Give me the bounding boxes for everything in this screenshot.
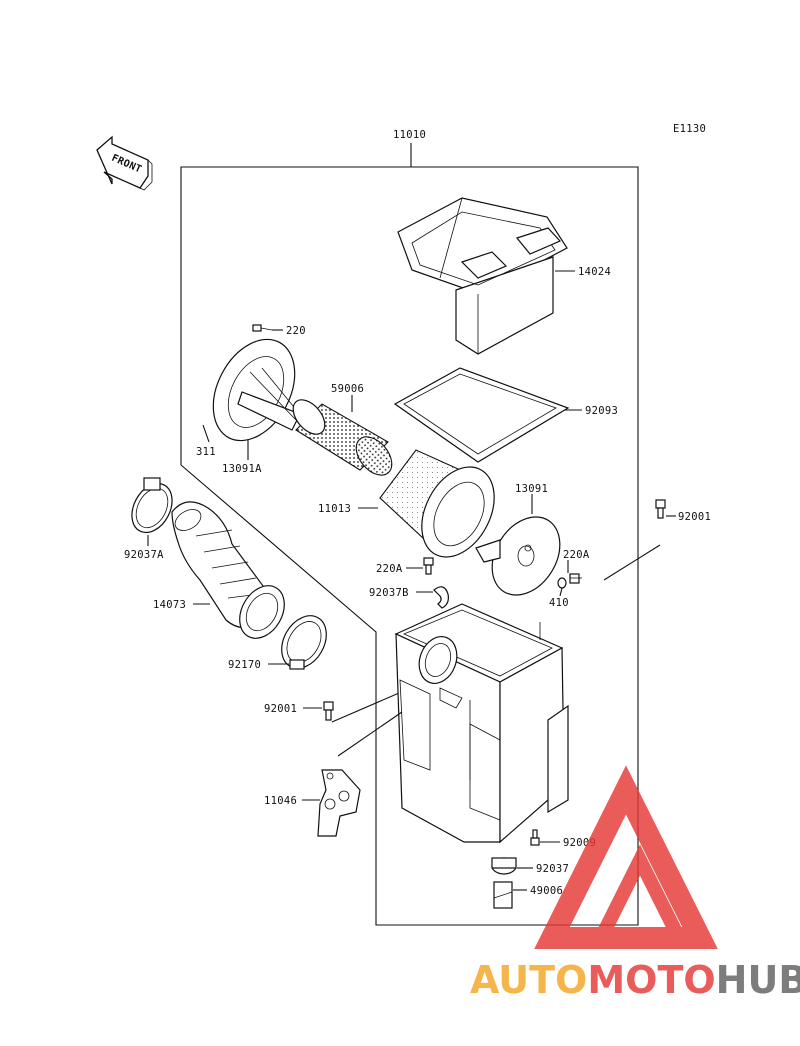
air-box-cover	[397, 197, 568, 355]
callout-59006: 59006	[331, 383, 364, 395]
callout-92037B: 92037B	[369, 587, 409, 599]
callout-92170: 92170	[228, 659, 261, 671]
drain-cap-49006	[493, 881, 513, 909]
screw-220A-right	[569, 573, 582, 584]
clamp-92037B	[433, 586, 449, 609]
callout-410: 410	[549, 597, 569, 609]
end-plate-13091A	[212, 338, 301, 442]
end-plate-13091	[475, 516, 561, 596]
callout-14073: 14073	[153, 599, 186, 611]
bolt-92001-right	[655, 499, 666, 519]
diagram-code: E1130	[673, 123, 706, 135]
svg-text:AUTOMOTOHUB: AUTOMOTOHUB	[470, 958, 800, 1002]
callout-220-top: 220	[286, 325, 306, 337]
callout-92001-right: 92001	[678, 511, 711, 523]
callout-14024: 14024	[578, 266, 611, 278]
callout-220A-right: 220A	[563, 549, 590, 561]
gasket-92093	[393, 367, 570, 463]
watermark-part3: HUB	[716, 958, 800, 1002]
clamp-92170	[281, 615, 327, 670]
callout-92001-left: 92001	[264, 703, 297, 715]
callout-11046: 11046	[264, 795, 297, 807]
assembly-label: 11010	[393, 129, 426, 141]
callout-220A-left: 220A	[376, 563, 403, 575]
clamp-92037	[491, 857, 517, 875]
assembly-bracket	[180, 166, 639, 926]
filter-element-11013	[379, 449, 495, 558]
air-box-case	[394, 603, 569, 844]
bracket-11046	[317, 769, 361, 837]
screw-92009	[530, 829, 540, 846]
washer-410	[557, 577, 567, 589]
watermark-part2: MOTO	[587, 958, 715, 1002]
front-arrow-icon: FRONT	[96, 135, 153, 191]
callout-13091: 13091	[515, 483, 548, 495]
callout-49006: 49006	[530, 885, 563, 897]
intake-duct-14073	[171, 501, 285, 639]
screw-220	[252, 324, 273, 332]
watermark-part1: AUTO	[470, 958, 587, 1002]
callout-311: 311	[196, 446, 216, 458]
callout-92093: 92093	[585, 405, 618, 417]
callout-11013: 11013	[318, 503, 351, 515]
mesh-screen-59006	[292, 399, 393, 476]
callout-13091A: 13091A	[222, 463, 262, 475]
callout-92037: 92037	[536, 863, 569, 875]
callout-92037A: 92037A	[124, 549, 164, 561]
watermark-logo: AUTOMOTOHUB	[470, 765, 800, 1002]
bolt-92001-left	[323, 701, 334, 721]
screw-220A-left	[423, 557, 434, 575]
hose-clamp-92037A	[131, 477, 173, 534]
